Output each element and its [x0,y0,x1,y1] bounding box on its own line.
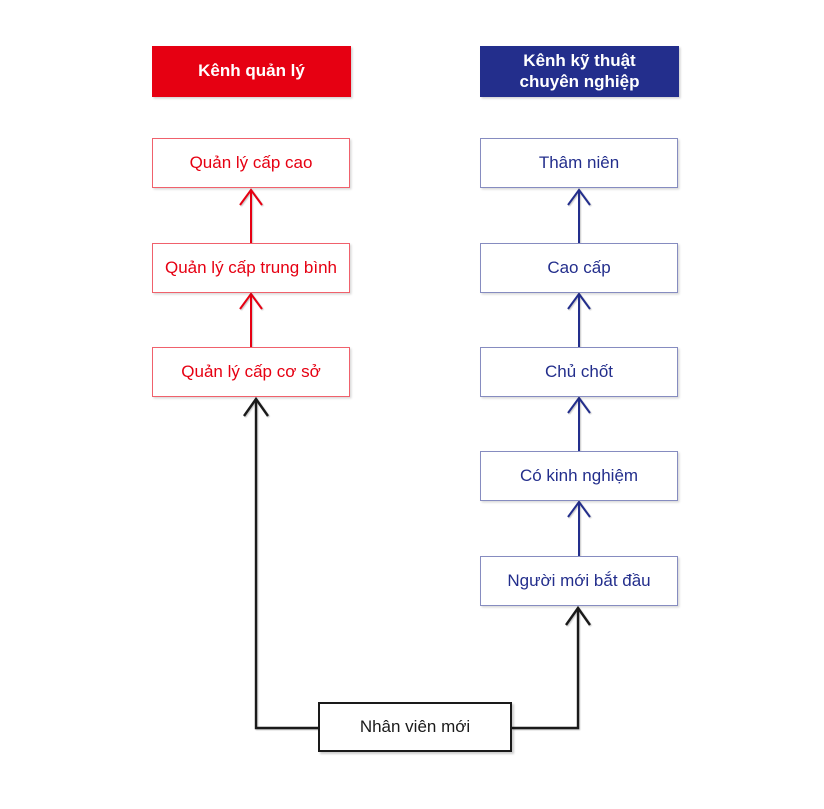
new-employee-box: Nhân viên mới [318,702,512,752]
tech-level-key-label: Chủ chốt [544,362,614,381]
tech-level-veteran-box: Thâm niên [480,138,678,188]
new-employee-label: Nhân viên mới [359,717,471,736]
management-level-middle-box: Quản lý cấp trung bình [152,243,350,293]
entry-to-technical-arrow [512,605,591,730]
technical-channel-header-label: Kênh kỹ thuật chuyên nghiệp [519,50,640,91]
tech-level-senior-label: Cao cấp [547,258,611,277]
management-level-junior-label: Quản lý cấp cơ sở [181,362,321,381]
technical-channel-header: Kênh kỹ thuật chuyên nghiệp [480,46,679,97]
tech-level-senior-box: Cao cấp [480,243,678,293]
tech-level-experienced-box: Có kinh nghiệm [480,451,678,501]
technical-arrow-1 [567,188,591,243]
technical-arrow-4 [567,500,591,556]
technical-arrow-2 [567,292,591,347]
tech-level-veteran-label: Thâm niên [538,153,620,172]
management-level-senior-box: Quản lý cấp cao [152,138,350,188]
management-arrow-2 [239,292,263,347]
tech-level-beginner-label: Người mới bắt đầu [507,571,651,590]
management-level-junior-box: Quản lý cấp cơ sở [152,347,350,397]
tech-level-beginner-box: Người mới bắt đầu [480,556,678,606]
tech-level-key-box: Chủ chốt [480,347,678,397]
management-level-senior-label: Quản lý cấp cao [189,153,313,172]
management-level-middle-label: Quản lý cấp trung bình [164,258,337,277]
management-channel-header: Kênh quản lý [152,46,351,97]
management-channel-header-label: Kênh quản lý [198,61,305,81]
technical-arrow-3 [567,396,591,451]
tech-level-experienced-label: Có kinh nghiệm [519,466,639,485]
entry-to-management-arrow [243,396,318,730]
management-arrow-1 [239,188,263,243]
